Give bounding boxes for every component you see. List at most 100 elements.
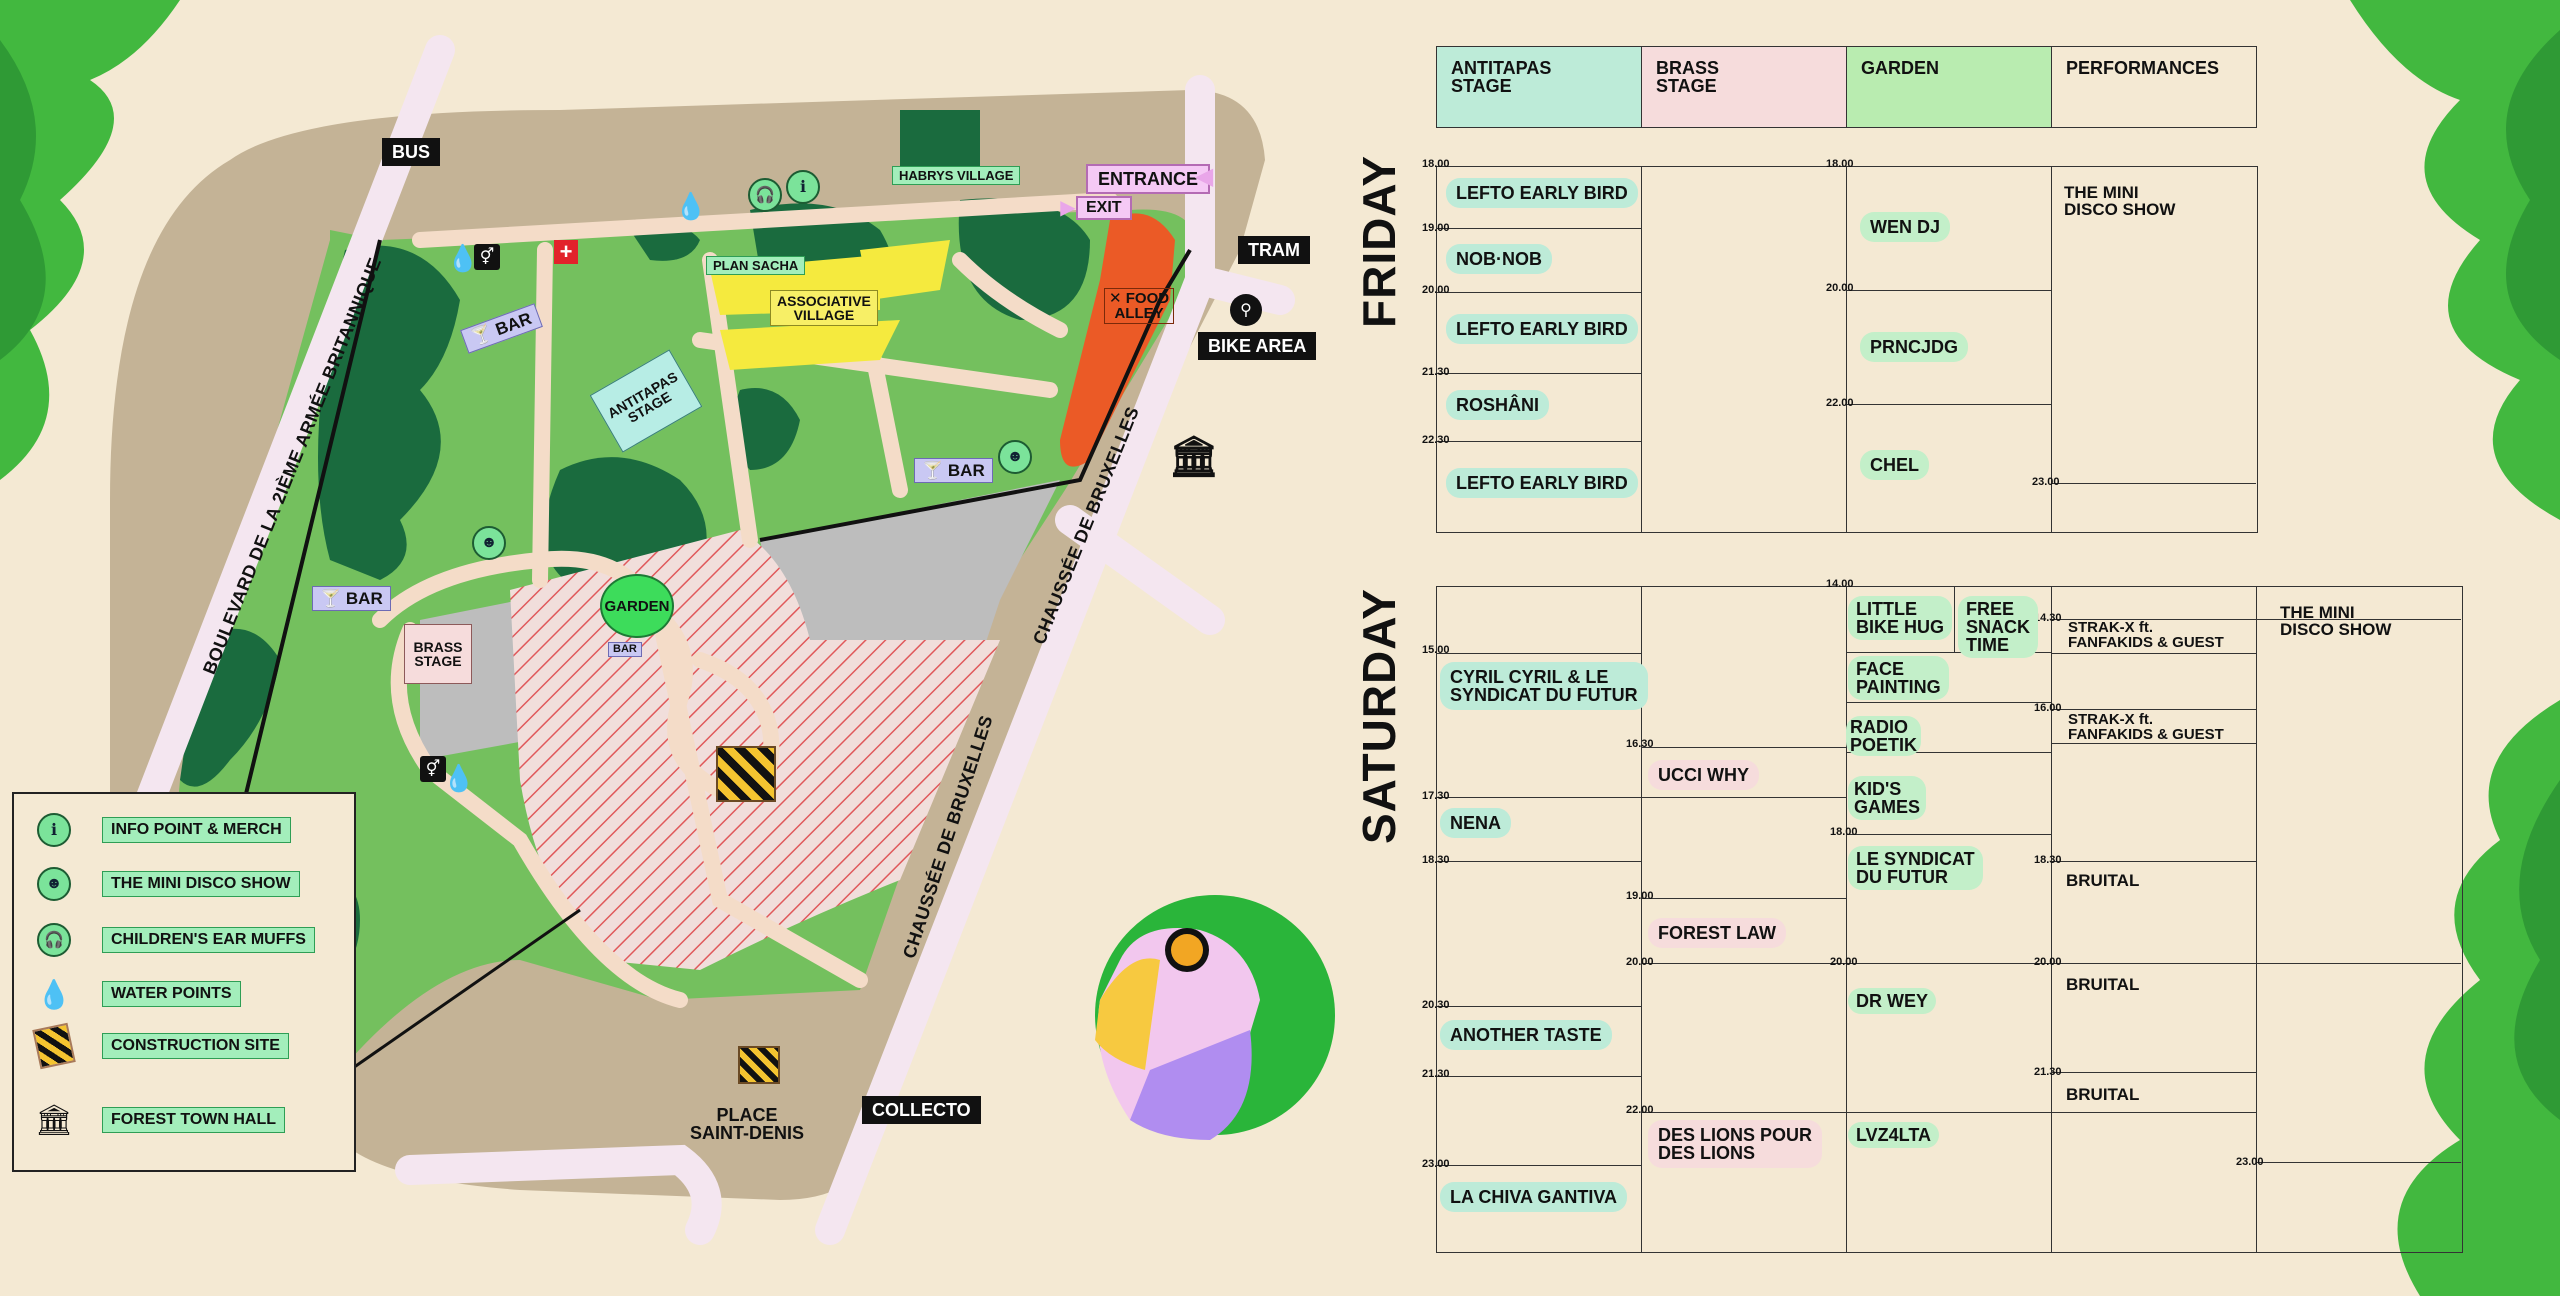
friday-grid [1436, 166, 2258, 533]
cocktail-icon: 🍸 [468, 323, 496, 349]
time-line [1846, 752, 2051, 753]
water-drop-icon[interactable]: 💧 [442, 762, 476, 793]
time-line [2051, 709, 2256, 710]
exit-label[interactable]: EXIT [1076, 196, 1132, 220]
water-drop-icon[interactable]: 💧 [446, 242, 480, 273]
act-slot[interactable]: RADIO POETIK [1846, 716, 1922, 756]
time-tick: 20.00 [1830, 956, 1858, 968]
time-tick: 20.00 [1626, 956, 1654, 968]
time-line [1436, 1076, 1641, 1077]
water-drop-icon[interactable]: 💧 [674, 190, 708, 221]
bike-area-label: BIKE AREA [1198, 332, 1317, 360]
info-icon: ℹ [36, 812, 72, 848]
act-slot[interactable]: BRUITAL [2066, 871, 2140, 890]
first-aid-icon[interactable]: + [554, 239, 578, 264]
grid-divider [2051, 166, 2052, 533]
header-performances: PERFORMANCES [2051, 46, 2257, 128]
act-slot[interactable]: STRAK-X ft. FANFAKIDS & GUEST [2068, 619, 2224, 651]
act-slot[interactable]: NOB·NOB [1446, 244, 1552, 274]
time-line [1436, 292, 1641, 293]
act-slot[interactable]: NENA [1440, 808, 1512, 838]
associative-village-label: ASSOCIATIVE VILLAGE [770, 290, 878, 326]
act-slot[interactable]: DES LIONS POUR DES LIONS [1648, 1120, 1823, 1168]
construction-icon [738, 1046, 780, 1084]
act-slot[interactable]: LEFTO EARLY BIRD [1446, 314, 1638, 344]
time-line [2051, 1072, 2256, 1073]
time-line [1436, 441, 1641, 442]
time-tick: 17.30 [1422, 790, 1450, 802]
headphones-icon[interactable]: 🎧 [748, 178, 782, 212]
act-slot[interactable]: STRAK-X ft. FANFAKIDS & GUEST [2068, 711, 2224, 743]
act-slot[interactable]: FACE PAINTING [1848, 656, 1949, 700]
time-line [1846, 290, 2051, 291]
act-slot[interactable]: WEN DJ [1860, 212, 1951, 242]
act-slot[interactable]: LEFTO EARLY BIRD [1446, 178, 1638, 208]
act-slot[interactable]: LE SYNDICAT DU FUTUR [1848, 846, 1983, 890]
grid-divider [2256, 586, 2257, 1253]
legend-label: FOREST TOWN HALL [102, 1107, 286, 1133]
legend-item: 💧 WATER POINTS [36, 976, 241, 1012]
header-brass-stage: BRASS STAGE [1641, 46, 1847, 128]
time-line [1436, 1165, 1641, 1166]
act-slot[interactable]: FOREST LAW [1648, 918, 1786, 948]
garden-bar-label: BAR [608, 642, 642, 657]
time-line [2051, 861, 2256, 862]
act-slot[interactable]: PRNCJDG [1860, 332, 1969, 362]
act-slot[interactable]: ROSHÂNI [1446, 390, 1550, 420]
disco-icon[interactable]: ☻ [998, 440, 1032, 474]
time-tick: 18.00 [1422, 158, 1450, 170]
time-line [1846, 834, 2051, 835]
time-tick: 23.00 [2236, 1156, 2264, 1168]
saturday-day-label: SATURDAY [1353, 588, 1405, 844]
disco-icon[interactable]: ☻ [472, 526, 506, 560]
time-tick: 21.30 [1422, 366, 1450, 378]
act-slot[interactable]: LITTLE BIKE HUG [1848, 596, 1953, 640]
time-line [1846, 404, 2051, 405]
legend-label: THE MINI DISCO SHOW [102, 871, 300, 897]
time-tick: 21.30 [1422, 1068, 1450, 1080]
act-slot[interactable]: CYRIL CYRIL & LE SYNDICAT DU FUTUR [1440, 662, 1648, 710]
act-slot[interactable]: DR WEY [1848, 988, 1936, 1014]
bar-text: BAR [345, 589, 383, 608]
act-slot[interactable]: ANOTHER TASTE [1440, 1020, 1612, 1050]
act-slot[interactable]: KID'S GAMES [1848, 776, 1927, 820]
time-line [2051, 653, 2256, 654]
tram-stop-label: TRAM [1238, 236, 1310, 264]
place-saint-denis-label: PLACE SAINT-DENIS [690, 1105, 805, 1143]
info-icon[interactable]: ℹ [786, 170, 820, 204]
toilets-icon[interactable]: ⚥ [420, 756, 446, 782]
time-line [1436, 653, 1641, 654]
legend-label: CHILDREN'S EAR MUFFS [102, 927, 315, 953]
food-alley-label: ✕ FOOD ALLEY [1104, 288, 1175, 324]
garden-stage-label: GARDEN [600, 574, 674, 638]
act-slot[interactable]: LVZ4LTA [1848, 1122, 1939, 1148]
act-slot[interactable]: BRUITAL [2066, 975, 2140, 994]
act-slot[interactable]: THE MINI DISCO SHOW [2280, 603, 2392, 639]
act-slot[interactable]: LEFTO EARLY BIRD [1446, 468, 1638, 498]
entrance-label[interactable]: ENTRANCE [1086, 164, 1211, 194]
time-line [1436, 228, 1641, 229]
time-line [2051, 743, 2256, 744]
time-line [1641, 963, 2461, 964]
act-slot[interactable]: UCCI WHY [1648, 760, 1759, 790]
bar-label-west: 🍸 BAR [312, 586, 391, 611]
act-slot[interactable]: FREE SNACK TIME [1958, 596, 2039, 658]
time-line [1846, 702, 2051, 703]
bar-text: BAR [947, 461, 985, 480]
time-line [1641, 898, 1846, 899]
act-slot[interactable]: THE MINI DISCO SHOW [2064, 183, 2176, 219]
legend-item: ☻ THE MINI DISCO SHOW [36, 866, 300, 902]
time-tick: 19.00 [1626, 890, 1654, 902]
cutlery-icon: ✕ [1109, 290, 1126, 307]
collecto-stop-label: COLLECTO [862, 1096, 981, 1124]
act-slot[interactable]: BRUITAL [2066, 1085, 2140, 1104]
act-slot[interactable]: CHEL [1860, 450, 1929, 480]
legend-item: 🎧 CHILDREN'S EAR MUFFS [36, 922, 315, 958]
act-slot[interactable]: LA CHIVA GANTIVA [1440, 1182, 1627, 1212]
bike-icon: ⚲ [1230, 294, 1262, 326]
town-hall-icon[interactable]: 🏛 [1168, 434, 1220, 479]
time-tick: 20.00 [1422, 284, 1450, 296]
toilets-icon[interactable]: ⚥ [474, 244, 500, 270]
grid-divider [1846, 166, 1847, 533]
